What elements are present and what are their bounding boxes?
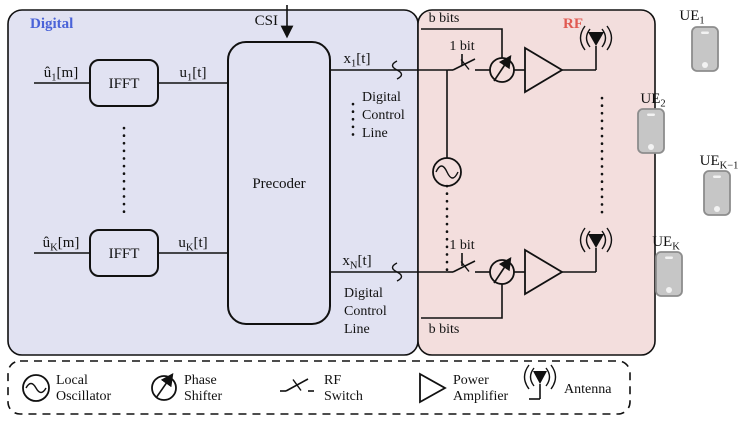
legend-antenna-item: Antenna (523, 364, 612, 400)
cable-cross-marker-bottom (391, 262, 403, 282)
ue-k-minus-1: UEK−1 (700, 153, 739, 216)
legend-panel (7, 360, 631, 415)
phase-shifter-icon (489, 55, 515, 83)
signal-label-u-hat-K: ûK[m] (43, 235, 80, 254)
svg-text:Digital: Digital (344, 286, 383, 301)
one-bit-label-bottom: 1 bit (449, 238, 474, 253)
digital-section-label: Digital (30, 16, 73, 32)
legend-rf-switch-item: RF Switch (280, 373, 363, 404)
ifft-block-bottom (89, 229, 159, 277)
cable-cross-marker-top (391, 60, 403, 80)
digital-control-line-label-top: Digital Control Line (362, 90, 405, 141)
phase-shifter-icon (489, 257, 515, 285)
svg-text:RF: RF (324, 373, 341, 388)
rf-section-label: RF (563, 16, 583, 32)
ue-k-label: UEK (652, 234, 680, 253)
svg-text:Control: Control (344, 304, 387, 319)
power-amplifier-icon (524, 248, 564, 296)
csi-label: CSI (255, 13, 278, 29)
svg-text:Power: Power (453, 373, 489, 388)
ue2-phone-icon (637, 108, 665, 154)
wiring (34, 5, 597, 319)
power-amplifier-icon (524, 46, 564, 94)
rf-section (417, 9, 656, 356)
legend: Local Oscillator Phase Shifter RF Switch… (22, 364, 612, 404)
antenna-icon (579, 25, 613, 51)
svg-text:Local: Local (56, 373, 88, 388)
local-oscillator-icon (432, 157, 462, 187)
ifft-label-top: IFFT (109, 76, 140, 92)
legend-local-oscillator-item: Local Oscillator (22, 373, 112, 404)
ue1-phone-icon (691, 26, 719, 72)
precoder-label: Precoder (252, 176, 305, 192)
signal-label-x-N: xN[t] (342, 253, 371, 272)
continuation-dots (122, 96, 604, 272)
antenna-icon (523, 364, 557, 400)
ue-k: UEK (652, 234, 683, 297)
svg-text:Switch: Switch (324, 389, 363, 404)
rf-switch-icon (280, 378, 314, 392)
ue1-label: UE1 (679, 8, 704, 27)
rf-switch-icon (448, 58, 481, 71)
signal-label-u-hat-1: û1[m] (44, 65, 78, 84)
svg-text:Line: Line (362, 126, 388, 141)
ue2-label: UE2 (640, 91, 665, 110)
ifft-label-bottom: IFFT (109, 246, 140, 262)
b-bits-label-top: b bits (429, 11, 460, 26)
legend-phase-shifter-item: Phase Shifter (151, 373, 222, 404)
svg-text:Oscillator: Oscillator (56, 389, 112, 404)
ifft-block-top (89, 59, 159, 107)
local-oscillator-icon (22, 374, 50, 402)
svg-text:Amplifier: Amplifier (453, 389, 509, 404)
signal-label-u-K: uK[t] (178, 235, 207, 254)
svg-text:Line: Line (344, 322, 370, 337)
ue-1: UE1 (679, 8, 719, 72)
ue-k-1-phone-icon (703, 170, 731, 216)
legend-power-amplifier-item: Power Amplifier (419, 372, 509, 404)
svg-text:Control: Control (362, 108, 405, 123)
antenna-icon (579, 227, 613, 253)
signal-label-u-1: u1[t] (180, 65, 207, 84)
power-amplifier-icon (419, 372, 447, 404)
digital-control-line-label-bottom: Digital Control Line (344, 286, 387, 337)
ue-k-1-label: UEK−1 (700, 153, 739, 172)
svg-text:Digital: Digital (362, 90, 401, 105)
signal-label-x-1: x1[t] (344, 51, 371, 70)
ue-2: UE2 (637, 91, 666, 154)
svg-text:Phase: Phase (184, 373, 217, 388)
svg-text:Antenna: Antenna (564, 382, 612, 397)
phase-shifter-icon (151, 373, 177, 401)
ue-k-phone-icon (655, 251, 683, 297)
svg-text:Shifter: Shifter (184, 389, 222, 404)
one-bit-label-top: 1 bit (449, 39, 474, 54)
precoder-block (227, 41, 331, 325)
b-bits-label-bottom: b bits (429, 322, 460, 337)
rf-switch-icon (448, 260, 481, 273)
